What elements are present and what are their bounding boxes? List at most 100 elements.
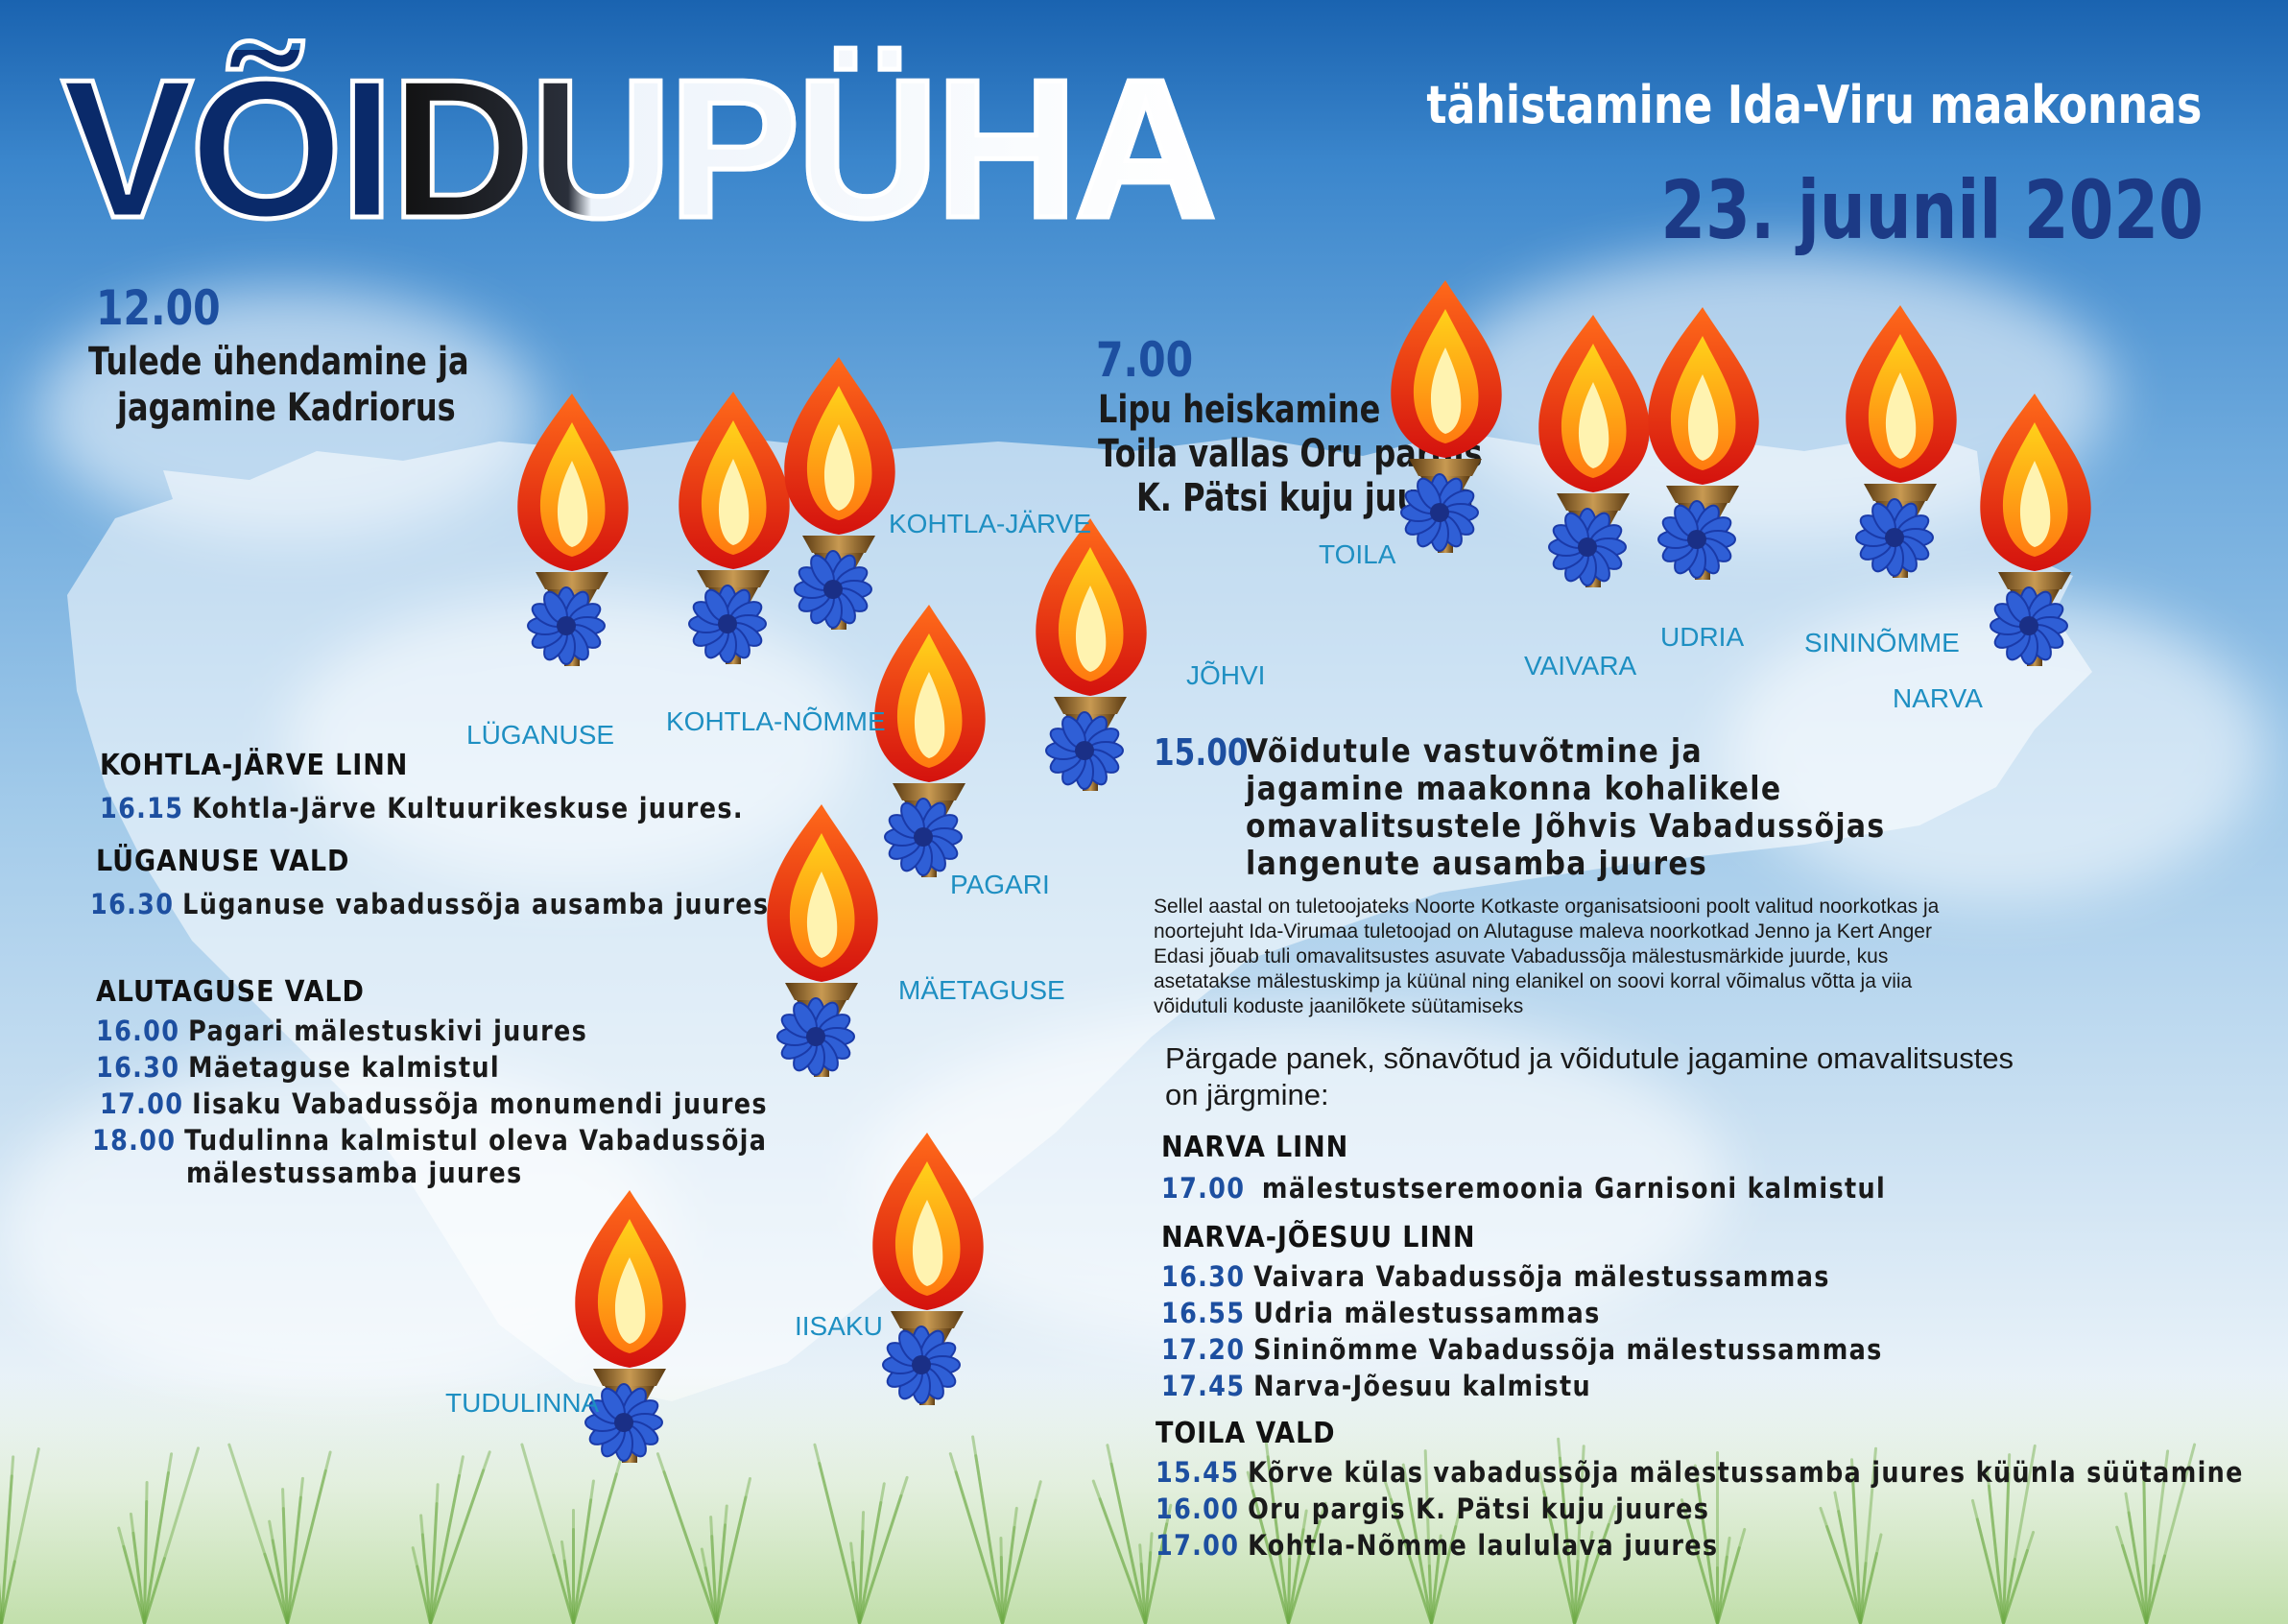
event-date: 23. juunil 2020 (1660, 163, 2205, 257)
toila-flag-time: 7.00 (1096, 332, 1194, 388)
place-label-sininomme: SININÕMME (1804, 628, 1960, 657)
johvi-line: jagamine maakonna kohalikele (1246, 770, 1782, 808)
place-label-kohtla-jarve: KOHTLA-JÄRVE (889, 509, 1092, 538)
torch-icon (872, 1133, 984, 1405)
section-title: KOHTLA-JÄRVE LINN (100, 749, 409, 782)
grass-blade (1716, 1566, 1719, 1624)
torch-icon (517, 394, 629, 666)
item-text: Iisaku Vabadussõja monumendi juures (192, 1087, 768, 1120)
grass (0, 1374, 2288, 1624)
info-paragraph: Sellel aastal on tuletoojateks Noorte Ko… (1154, 895, 1939, 1019)
item-text: Kohtla-Järve Kultuurikeskuse juures. (192, 792, 744, 824)
item-time: 15.45 (1156, 1456, 1240, 1489)
info-line: Sellel aastal on tuletoojateks Noorte Ko… (1154, 896, 1940, 918)
schedule-item: 17.00 mälestustseremoonia Garnisoni kalmi… (1161, 1172, 1886, 1205)
johvi-text: Võidutule vastuvõtmine ja jagamine maako… (1246, 733, 1972, 883)
section-title: ALUTAGUSE VALD (96, 975, 365, 1009)
place-label-luganuse: LÜGANUSE (466, 720, 615, 750)
kadriorg-line2: jagamine Kadriorus (117, 386, 456, 430)
toila-flag-line1: Lipu heiskamine (1098, 388, 1381, 432)
item-time: 16.00 (1156, 1493, 1240, 1525)
ceremony-intro-line1: Pärgade panek, sõnavõtud ja võidutule ja… (1165, 1041, 2014, 1075)
ceremony-intro: Pärgade panek, sõnavõtud ja võidutule ja… (1165, 1040, 2014, 1113)
grass-blade (572, 1528, 575, 1624)
item-time: 17.20 (1161, 1333, 1246, 1366)
item-time: 17.00 (100, 1087, 184, 1120)
torch-icon (1846, 305, 1957, 578)
torch-icon (1538, 315, 1650, 587)
grass-blade (1716, 1451, 1719, 1624)
ceremony-intro-line2: on järgmine: (1165, 1078, 1329, 1111)
place-label-johvi: JÕHVI (1186, 660, 1266, 690)
johvi-line: langenute ausamba juures (1246, 845, 1708, 883)
place-label-kohtla-nomme: KOHTLA-NÕMME (666, 706, 886, 736)
item-text: Oru pargis K. Pätsi kuju juures (1248, 1493, 1710, 1525)
torch-icon (1391, 280, 1502, 553)
info-line: Edasi jõuab tuli omavalitsustes asuvate … (1154, 945, 1889, 967)
johvi-time: 15.00 (1154, 731, 1249, 774)
grass-blade (572, 1509, 575, 1624)
place-label-narva: NARVA (1893, 683, 1983, 713)
item-text: Vaivara Vabadussõja mälestussammas (1253, 1260, 1830, 1293)
place-label-iisaku: IISAKU (795, 1311, 883, 1341)
section-title: NARVA LINN (1161, 1131, 1349, 1164)
place-label-toila: TOILA (1319, 539, 1396, 569)
torch-icon (679, 392, 790, 664)
torch-icon (1980, 394, 2091, 666)
torch-icon (767, 804, 878, 1077)
page-title: VÕIDUPÜHA (59, 38, 1219, 259)
place-label-udria: UDRIA (1660, 622, 1745, 652)
item-text: Kõrve külas vabadussõja mälestussamba ju… (1248, 1456, 2244, 1489)
place-label-pagari: PAGARI (950, 870, 1050, 899)
info-line: asetatakse mälestuskimp ja küünal ning e… (1154, 970, 1913, 992)
item-time: 16.30 (1161, 1260, 1246, 1293)
info-line: võidutuli koduste jaanilõkete süütamisek… (1154, 995, 1524, 1017)
torch-icon (1648, 307, 1759, 580)
subtitle: tähistamine Ida-Viru maakonnas (1426, 75, 2202, 135)
johvi-line: omavalitsustele Jõhvis Vabadussõjas (1246, 807, 1886, 846)
place-label-maetaguse: MÄETAGUSE (898, 975, 1065, 1005)
item-text: Pagari mälestuskivi juures (188, 1015, 588, 1047)
item-text: Udria mälestussammas (1253, 1297, 1601, 1329)
kadriorg-line1: Tulede ühendamine ja (88, 340, 469, 384)
item-time: 18.00 (92, 1124, 177, 1157)
item-time: 16.15 (100, 792, 184, 824)
item-text: Narva-Jõesuu kalmistu (1253, 1370, 1592, 1402)
torch-icon (784, 357, 895, 630)
item-text: Lüganuse vabadussõja ausamba juures (182, 888, 770, 920)
torch-icon (1036, 518, 1147, 791)
item-time: 17.45 (1161, 1370, 1246, 1402)
section-title: LÜGANUSE VALD (96, 845, 350, 878)
kadriorg-time: 12.00 (96, 280, 221, 336)
item-time: 17.00 (1161, 1172, 1246, 1205)
item-text: Kohtla-Nõmme laululava juures (1248, 1529, 1719, 1562)
place-label-tudulinna: TUDULINNA (445, 1388, 600, 1418)
item-text: Sininõmme Vabadussõja mälestussammas (1253, 1333, 1883, 1366)
section-title: NARVA-JÕESUU LINN (1161, 1221, 1476, 1254)
torch-icon (575, 1190, 686, 1463)
schedule-narva: NARVA LINN 17.00 mälestustseremoonia Garn… (1161, 1131, 1985, 1205)
item-text: Mäetaguse kalmistul (188, 1051, 500, 1084)
item-text: mälestustseremoonia Garnisoni kalmistul (1261, 1172, 1887, 1205)
item-time: 17.00 (1156, 1529, 1240, 1562)
schedule-item-continued: mälestussamba juures (186, 1157, 523, 1189)
item-time: 16.30 (96, 1051, 180, 1084)
